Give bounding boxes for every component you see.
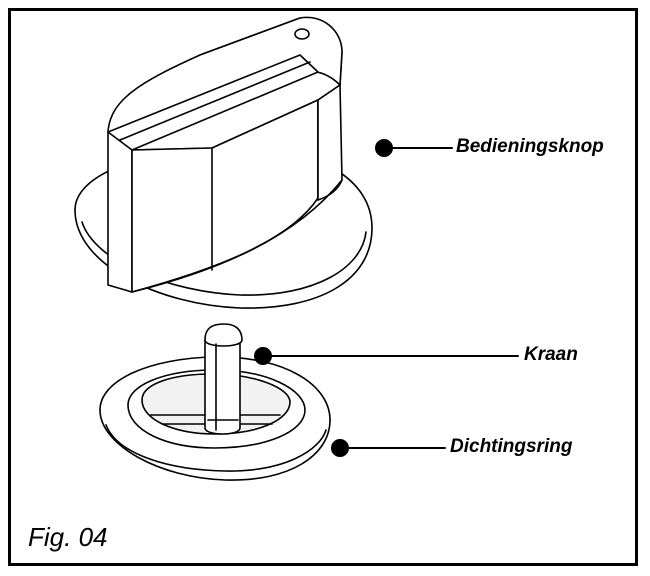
knob-body-bottom xyxy=(131,179,343,293)
sealing-ring xyxy=(99,356,331,481)
ring-inner-step xyxy=(127,369,306,449)
tap-spindle xyxy=(204,323,243,435)
knob-top xyxy=(107,16,343,133)
control-knob xyxy=(74,16,373,309)
tap-callout-label: Kraan xyxy=(524,344,578,365)
ring-outer-lower-edge xyxy=(105,424,327,472)
knob-ridge-line xyxy=(119,61,311,141)
figure-label: Fig. 04 xyxy=(28,522,108,552)
knob-callout-label: Bedieningsknop xyxy=(456,136,604,157)
ring-callout-label: Dichtingsring xyxy=(450,436,573,457)
spindle-shaft xyxy=(204,339,241,435)
knob-indicator-hole xyxy=(294,28,310,40)
knob-right-side xyxy=(317,84,343,201)
ring-outer-rim xyxy=(99,409,331,481)
spindle-top xyxy=(204,323,243,347)
callout-leaders xyxy=(254,139,519,457)
